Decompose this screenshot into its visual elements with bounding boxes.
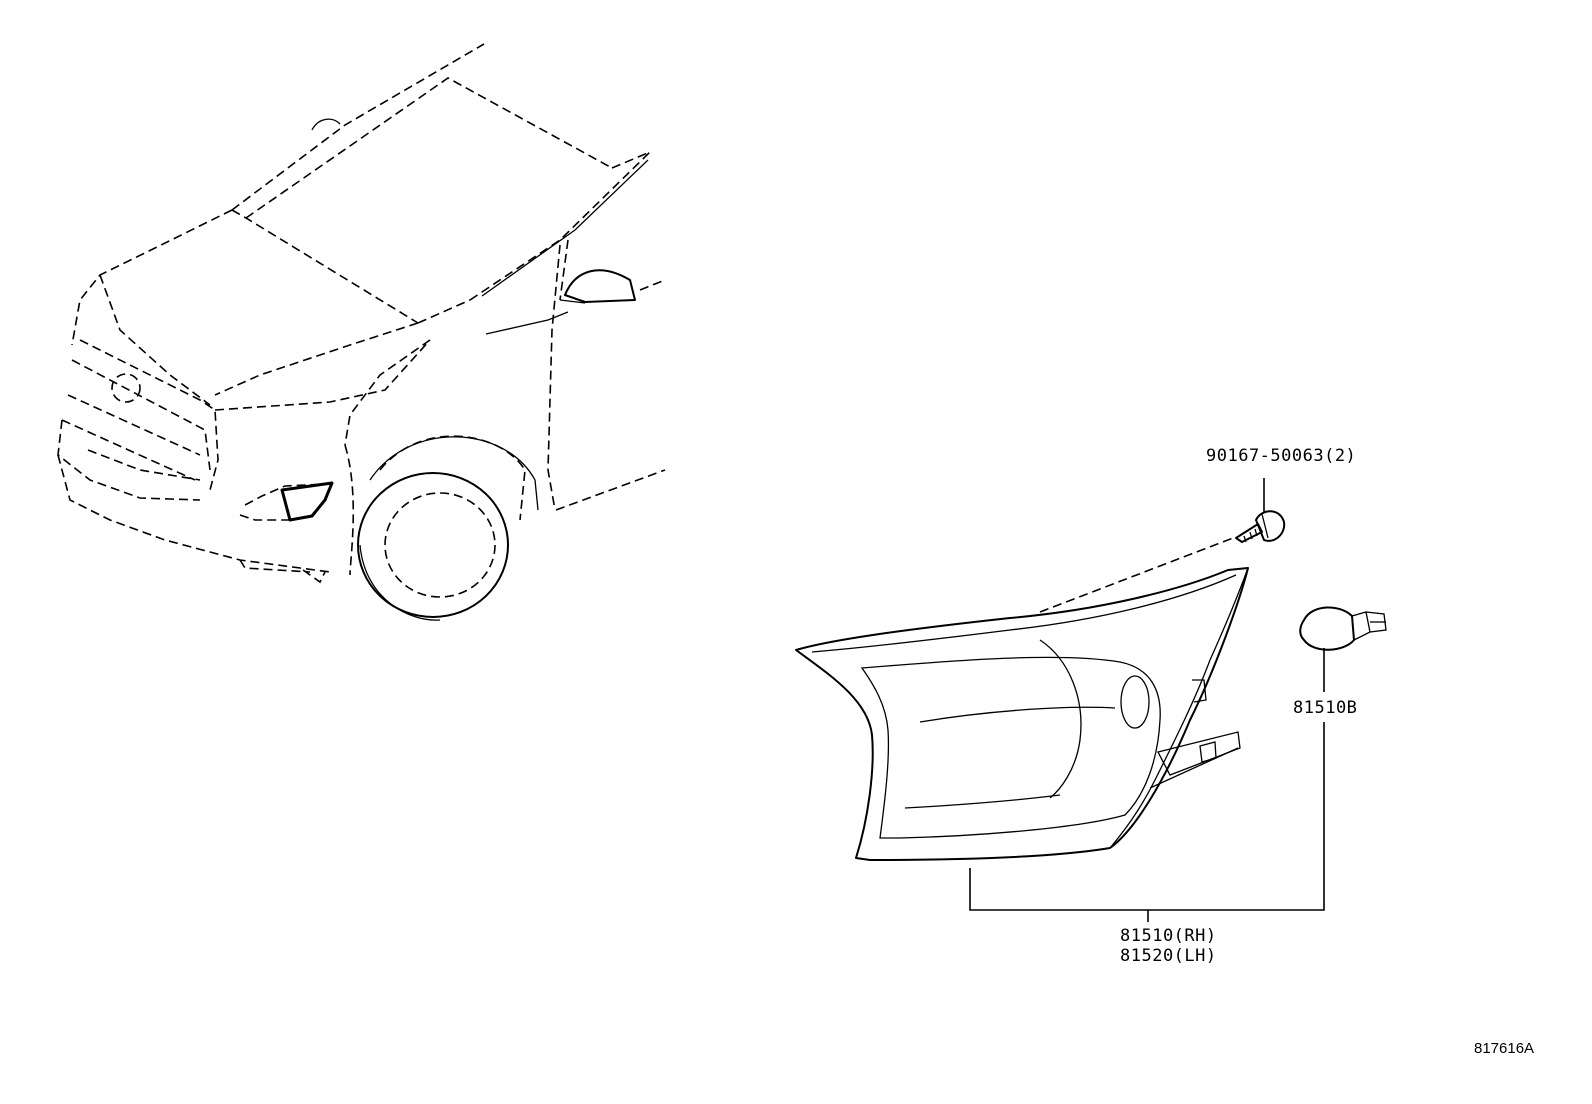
lamp-assembly-illustration xyxy=(795,537,1249,861)
diagram-reference-number: 817616A xyxy=(1474,1040,1535,1057)
screw-illustration xyxy=(1235,510,1286,543)
vehicle-illustration xyxy=(57,43,666,621)
screw-part-number: 90167-50063(2) xyxy=(1206,446,1357,466)
bulb-part-number: 81510B xyxy=(1293,698,1358,718)
lamp-rh-part-number: 81510(RH) xyxy=(1120,926,1217,946)
leader-lines xyxy=(969,478,1325,922)
bulb-illustration xyxy=(1299,606,1387,651)
lamp-lh-part-number: 81520(LH) xyxy=(1120,946,1217,966)
